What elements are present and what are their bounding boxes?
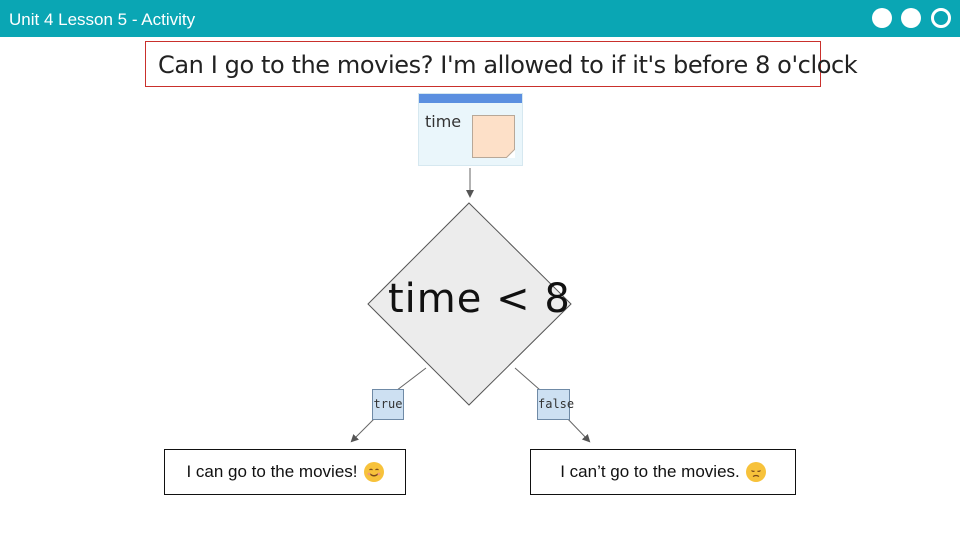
variable-value-slot[interactable] [472, 115, 515, 158]
decision-condition-text: time < 8 [388, 276, 571, 322]
decision-diamond [367, 202, 572, 406]
variable-block-header-bar [419, 94, 522, 103]
outcome-true-text: I can go to the movies! [186, 462, 358, 481]
smiling-face-icon [363, 462, 384, 482]
question-box: Can I go to the movies? I'm allowed to i… [145, 41, 858, 87]
outcome-false-box: I can’t go to the movies. [530, 449, 796, 495]
true-branch-tag: true [372, 389, 404, 420]
progress-dot-3-icon [931, 8, 951, 28]
header-bar: Unit 4 Lesson 5 - Activity [0, 0, 960, 37]
outcome-false-text: I can’t go to the movies. [560, 462, 740, 481]
true-branch-label: true [373, 397, 403, 411]
variable-label: time [425, 112, 462, 131]
disappointed-face-icon [745, 462, 766, 482]
lesson-title: Unit 4 Lesson 5 - Activity [9, 10, 196, 29]
progress-dot-1-icon [872, 8, 892, 28]
question-text: Can I go to the movies? I'm allowed to i… [158, 51, 858, 79]
folded-corner-icon [505, 148, 515, 158]
variable-block[interactable]: time [418, 93, 523, 166]
false-branch-tag: false [537, 389, 574, 420]
false-branch-label: false [538, 397, 575, 411]
progress-dot-2-icon [901, 8, 921, 28]
outcome-true-box: I can go to the movies! [164, 449, 406, 495]
